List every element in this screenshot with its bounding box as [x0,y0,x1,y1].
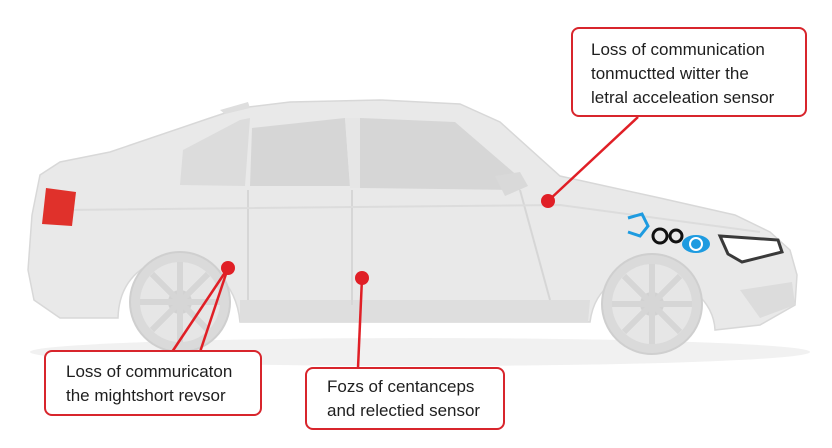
callout-bottom-middle: Fozs of centanceps and relectied sensor [305,367,505,430]
headlight [717,234,784,264]
callout-top-right: Loss of communication tonmuctted witter … [571,27,807,117]
callout-bottom-left: Loss of commuricaton the mightshort revs… [44,350,262,416]
front-wheel [601,253,703,355]
side-mirror [495,172,528,196]
front-bumper [740,282,795,318]
rear-window [180,118,250,186]
rocker-panel [240,300,590,322]
callout-top-line2: tonmuctted witter the [591,64,749,83]
leader-lines [170,116,639,369]
leader-line-top [547,116,639,202]
side-crease [59,203,761,233]
rear-spoiler [220,102,250,114]
rear-door-window [250,118,350,186]
callout-top-line1: Loss of communication [591,40,765,59]
rear-wheel [129,251,231,353]
callout-left-line2: the mightshort revsor [66,386,226,405]
callout-top-line3: letral acceleation sensor [591,88,775,107]
callout-left-line1: Loss of commuricaton [66,362,233,381]
sensor-point-marker [541,194,555,208]
front-door-window [360,118,520,190]
callout-mid-line1: Fozs of centanceps [327,377,475,396]
taillight [42,188,76,226]
leader-line-left-b [198,267,230,353]
sensor-badge-icon [627,212,710,253]
sedan-illustration [27,99,798,355]
sensor-point-marker [221,261,235,275]
sensor-point-marker [355,271,369,285]
leader-line-mid [356,277,364,369]
leader-line-left-a [170,267,230,353]
b-pillar [345,118,360,188]
callout-mid-line2: and relectied sensor [327,401,481,420]
